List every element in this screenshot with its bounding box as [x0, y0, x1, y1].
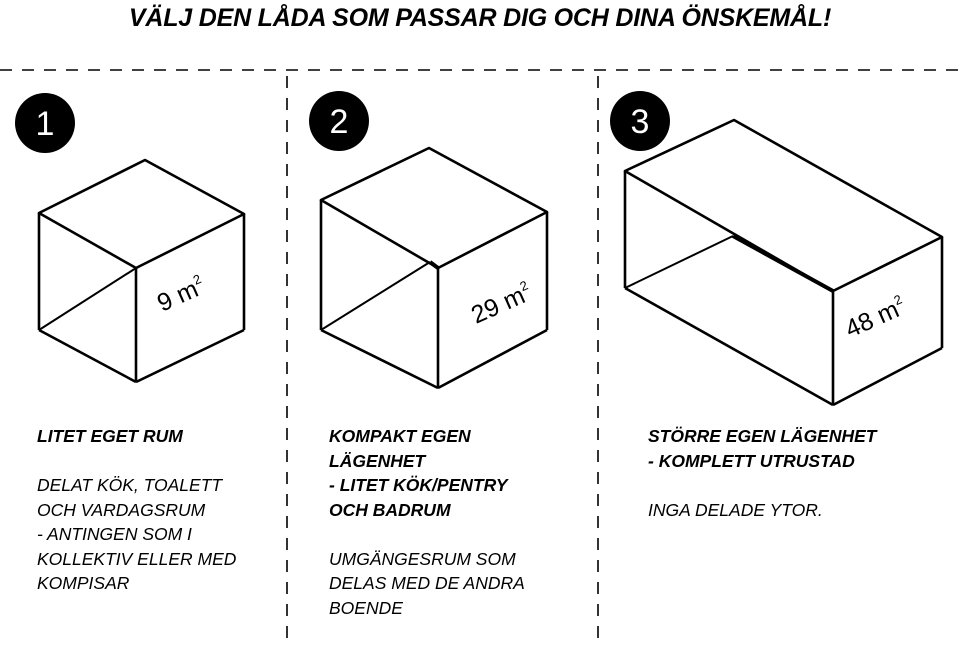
option-3-description: STÖRRE EGEN LÄGENHET - KOMPLETT UTRUSTAD…	[648, 424, 948, 522]
heading-line: KOMPAKT EGEN	[329, 426, 471, 446]
page-title: VÄLJ DEN LÅDA SOM PASSAR DIG OCH DINA ÖN…	[128, 4, 832, 32]
body-line: INGA DELADE YTOR.	[648, 499, 823, 520]
body-line: - ANTINGEN SOM I	[37, 524, 192, 544]
heading-line: - LITET KÖK/PENTRY	[329, 475, 508, 495]
heading-line: STÖRRE EGEN LÄGENHET	[648, 426, 877, 446]
option-3-body: INGA DELADE YTOR.	[648, 498, 948, 523]
body-line: KOLLEKTIV ELLER MED	[37, 548, 237, 569]
box-2-area: 29 m2	[467, 277, 536, 329]
body-line: OCH VARDAGSRUM	[37, 499, 206, 520]
heading-line: OCH BADRUM	[329, 499, 451, 520]
svg-text:2: 2	[330, 103, 349, 141]
badge-1: 1	[15, 93, 75, 153]
heading-line: LITET EGET RUM	[37, 426, 183, 446]
heading-line: - KOMPLETT UTRUSTAD	[648, 450, 855, 471]
option-2-heading: KOMPAKT EGEN LÄGENHET - LITET KÖK/PENTRY…	[329, 424, 589, 522]
box-3-box	[623, 118, 944, 407]
option-1-description: LITET EGET RUM DELAT KÖK, TOALETT OCH VA…	[37, 424, 277, 596]
option-2-body: UMGÄNGESRUM SOM DELAS MED DE ANDRA BOEND…	[329, 547, 589, 621]
body-line: BOENDE	[329, 597, 403, 618]
svg-text:3: 3	[631, 103, 650, 141]
body-line: KOMPISAR	[37, 573, 130, 593]
box-2-box	[319, 146, 549, 390]
svg-text:1: 1	[36, 105, 55, 143]
body-line: DELAS MED DE ANDRA	[329, 573, 525, 593]
badge-2: 2	[309, 91, 369, 151]
box-1-area: 9 m2	[153, 271, 209, 317]
option-2-description: KOMPAKT EGEN LÄGENHET - LITET KÖK/PENTRY…	[329, 424, 589, 620]
option-3-heading: STÖRRE EGEN LÄGENHET - KOMPLETT UTRUSTAD	[648, 424, 948, 473]
heading-line: LÄGENHET	[329, 450, 426, 471]
body-line: UMGÄNGESRUM SOM	[329, 548, 516, 569]
box-3-area: 48 m2	[841, 291, 910, 343]
option-1-body: DELAT KÖK, TOALETT OCH VARDAGSRUM - ANTI…	[37, 473, 277, 596]
box-1-cube	[37, 158, 246, 384]
option-1-heading: LITET EGET RUM	[37, 424, 277, 449]
body-line: DELAT KÖK, TOALETT	[37, 475, 223, 495]
badge-3: 3	[610, 91, 670, 151]
